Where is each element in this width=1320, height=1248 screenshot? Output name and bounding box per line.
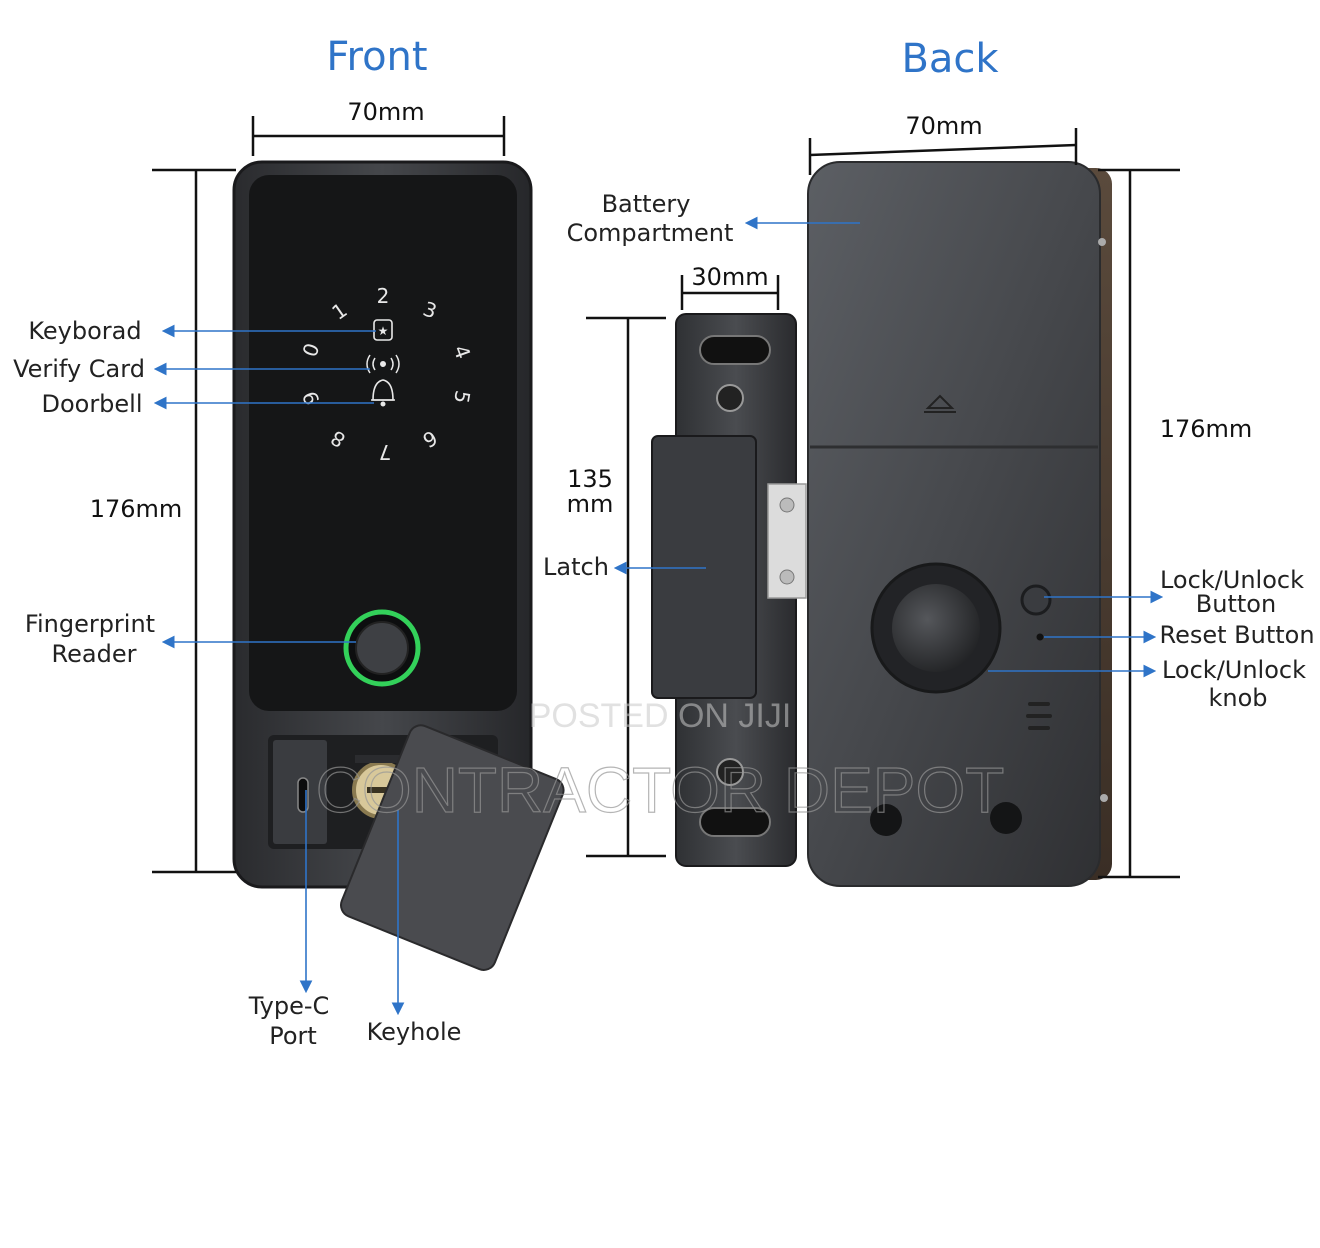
keypad-digit-5: 5 bbox=[449, 389, 475, 406]
lock-unlock-button bbox=[1020, 584, 1052, 616]
keyboard-star-icon: ★ bbox=[373, 319, 393, 341]
front-title: Front bbox=[326, 34, 427, 80]
speaker-grille-icon bbox=[1026, 702, 1052, 730]
doorbell-label: Doorbell bbox=[41, 390, 142, 418]
callout-arrows bbox=[153, 216, 1164, 1016]
reset-button-label: Reset Button bbox=[1159, 621, 1314, 649]
back-lock-device bbox=[807, 161, 1112, 887]
back-height-label: 176mm bbox=[1160, 415, 1253, 443]
keypad-digit-7: 7 bbox=[379, 440, 392, 464]
rfid-card bbox=[340, 724, 565, 971]
battery-label-line2: Compartment bbox=[567, 219, 734, 247]
lock-button-label-line2: Button bbox=[1196, 590, 1276, 618]
keypad-digit-2: 2 bbox=[377, 284, 390, 308]
latch-height-label-line1: 135 bbox=[567, 465, 613, 493]
fingerprint-reader bbox=[343, 609, 421, 687]
front-width-label: 70mm bbox=[347, 98, 424, 126]
front-height-label: 176mm bbox=[90, 495, 183, 523]
doorbell-icon bbox=[371, 379, 395, 407]
dimension-lines bbox=[152, 116, 1180, 879]
keyboard-label: Keyborad bbox=[28, 317, 141, 345]
lock-knob-label-line2: knob bbox=[1208, 684, 1267, 712]
keyhole-label: Keyhole bbox=[367, 1018, 462, 1046]
latch-width-label: 30mm bbox=[691, 263, 768, 291]
battery-label-line1: Battery bbox=[602, 190, 691, 218]
fingerprint-label-line2: Reader bbox=[52, 640, 137, 668]
watermark-line1: POSTED ON JIJI bbox=[529, 697, 792, 735]
fingerprint-label-line1: Fingerprint bbox=[25, 610, 155, 638]
lock-button-label-line1: Lock/Unlock bbox=[1160, 566, 1304, 594]
typec-label-line2: Port bbox=[269, 1022, 317, 1050]
reset-button bbox=[1036, 633, 1044, 641]
latch-label: Latch bbox=[543, 553, 609, 581]
latch-device bbox=[651, 313, 807, 867]
lock-knob-label-line1: Lock/Unlock bbox=[1162, 656, 1306, 684]
battery-cover-arrow-icon bbox=[925, 394, 955, 409]
back-width-label: 70mm bbox=[905, 112, 982, 140]
watermark-line2: CONTRACTOR DEPOT bbox=[316, 754, 1005, 826]
card-wave-icon bbox=[366, 354, 400, 374]
typec-label-line1: Type-C bbox=[248, 992, 330, 1020]
latch-height-label-line2: mm bbox=[567, 490, 614, 518]
svg-text:★: ★ bbox=[378, 324, 389, 338]
back-title: Back bbox=[901, 36, 999, 82]
verify-card-label: Verify Card bbox=[13, 355, 145, 383]
